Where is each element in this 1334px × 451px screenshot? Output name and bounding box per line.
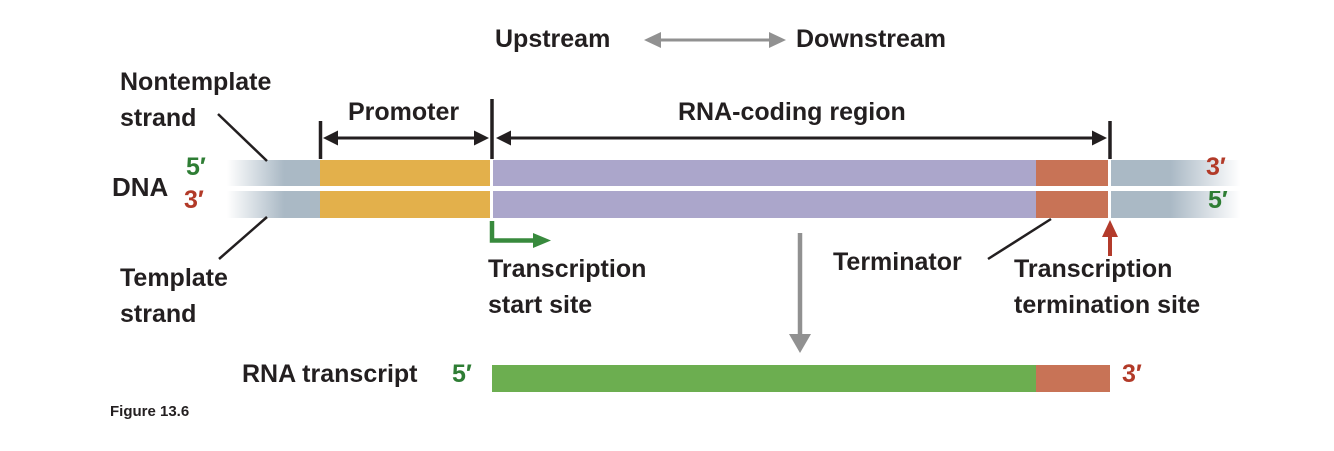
dna-3prime-right-label: 3′ [1206,153,1226,181]
rna-coding-transcript-segment [492,365,1036,392]
dna-label: DNA [112,172,169,202]
rna-5prime-label: 5′ [452,360,472,388]
template-pointer-line [218,216,268,260]
rna-transcript-bar [492,365,1110,392]
rna-coding-span-arrow-icon [496,121,1112,159]
promoter-span-arrow-icon [318,121,489,159]
dna-5prime-right-label: 5′ [1208,186,1228,214]
transcription-start-arrow-icon [489,221,551,248]
upstream-label: Upstream [495,25,611,53]
dna-bar [225,160,1243,218]
rna-coding-region-label: RNA-coding region [678,98,906,126]
nontemplate-strand-label: Nontemplate strand [120,68,272,132]
downstream-label: Downstream [796,25,947,53]
figure-caption: Figure 13.6 [110,403,190,420]
dna-5prime-left-label: 5′ [186,153,206,181]
rna-3prime-label: 3′ [1122,360,1142,388]
dna-3prime-left-label: 3′ [184,186,204,214]
transcription-start-site-label: Transcription start site [488,255,647,319]
rna-terminator-transcript-segment [1036,365,1110,392]
template-strand-label: Template strand [120,264,228,328]
terminator-label: Terminator [833,248,962,276]
transcription-termination-site-label: Transcription termination site [1014,255,1201,319]
rna-transcript-label: RNA transcript [242,360,418,388]
promoter-label: Promoter [348,98,460,126]
transcription-down-arrow-icon [789,233,811,353]
dna-strand-divider [225,186,1243,191]
upstream-downstream-arrow-icon [644,32,786,48]
